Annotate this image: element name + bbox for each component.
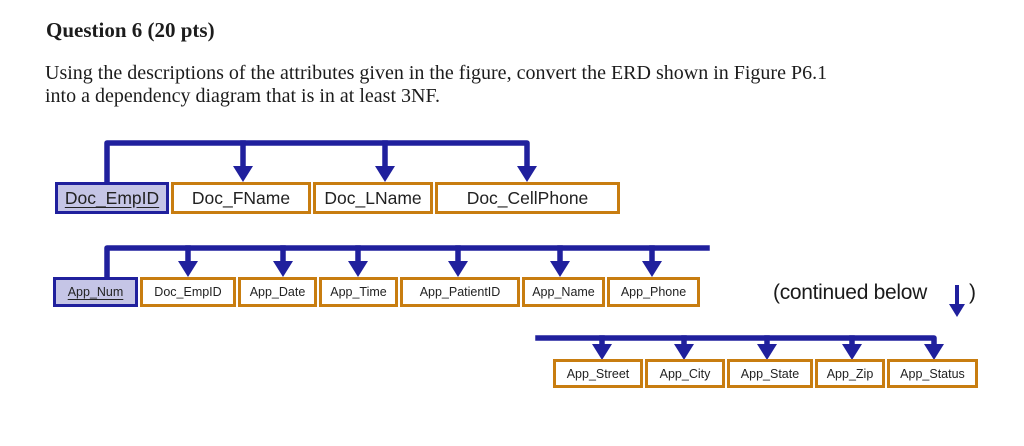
attr-box-app-name: App_Name bbox=[522, 277, 605, 307]
attr-box-app-status: App_Status bbox=[887, 359, 978, 388]
appointment-continued-dependency-arrows bbox=[535, 335, 944, 360]
continued-note-prefix: (continued below bbox=[773, 281, 927, 304]
doctor-dependency-arrows bbox=[104, 140, 537, 184]
question-text-line: into a dependency diagram that is in at … bbox=[45, 85, 440, 107]
down-arrowhead-icon bbox=[674, 344, 694, 360]
down-arrowhead-icon bbox=[924, 344, 944, 360]
determinant-line bbox=[104, 140, 530, 184]
attr-box-app-time: App_Time bbox=[319, 277, 398, 307]
down-arrowhead-icon bbox=[448, 261, 468, 277]
continued-below-arrow-icon bbox=[949, 285, 965, 317]
determinant-line bbox=[104, 245, 710, 279]
attr-label: App_City bbox=[659, 366, 711, 381]
question-heading: Question 6 (20 pts) bbox=[46, 18, 215, 42]
down-arrowhead-icon bbox=[642, 261, 662, 277]
down-arrowhead-icon bbox=[842, 344, 862, 360]
attr-box-app-patientid: App_PatientID bbox=[400, 277, 520, 307]
attr-box-app-state: App_State bbox=[727, 359, 813, 388]
attr-label: App_PatientID bbox=[419, 285, 501, 299]
attr-box-app-date: App_Date bbox=[238, 277, 317, 307]
down-arrowhead-icon bbox=[949, 304, 965, 317]
down-arrowhead-icon bbox=[757, 344, 777, 360]
down-arrowhead-icon bbox=[273, 261, 293, 277]
attr-label: App_Street bbox=[566, 366, 630, 381]
attr-label: Doc_FName bbox=[191, 187, 291, 208]
determinant-line bbox=[535, 335, 937, 347]
attr-label: App_State bbox=[740, 366, 800, 381]
attr-box-doc-fname: Doc_FName bbox=[171, 182, 311, 214]
attr-label: App_Num bbox=[67, 285, 124, 299]
attr-label: App_Name bbox=[532, 285, 595, 299]
attr-label: App_Zip bbox=[826, 366, 874, 381]
continued-note-suffix: ) bbox=[969, 281, 976, 304]
attr-box-app-city: App_City bbox=[645, 359, 725, 388]
attr-label: Doc_LName bbox=[324, 187, 422, 208]
attr-box-doc-empid: Doc_EmpID bbox=[55, 182, 169, 214]
attr-label: App_Status bbox=[900, 366, 965, 381]
down-arrowhead-icon bbox=[592, 344, 612, 360]
attr-label: App_Date bbox=[249, 285, 306, 299]
attr-label: App_Time bbox=[330, 285, 387, 299]
attr-box-app-phone: App_Phone bbox=[607, 277, 700, 307]
attr-label: Doc_CellPhone bbox=[466, 187, 589, 208]
attr-box-app-zip: App_Zip bbox=[815, 359, 885, 388]
attr-box-doc-cellphone: Doc_CellPhone bbox=[435, 182, 620, 214]
attr-box-doc-lname: Doc_LName bbox=[313, 182, 433, 214]
down-arrowhead-icon bbox=[550, 261, 570, 277]
question-text: Using the descriptions of the attributes… bbox=[45, 62, 827, 108]
down-arrowhead-icon bbox=[348, 261, 368, 277]
down-arrowhead-icon bbox=[233, 166, 253, 182]
attr-label: Doc_EmpID bbox=[154, 285, 222, 299]
attr-box-app-doc-empid: Doc_EmpID bbox=[140, 277, 236, 307]
attr-box-app-street: App_Street bbox=[553, 359, 643, 388]
appointment-dependency-arrows bbox=[104, 245, 710, 279]
down-arrowhead-icon bbox=[517, 166, 537, 182]
attr-label: App_Phone bbox=[620, 285, 687, 299]
down-arrowhead-icon bbox=[375, 166, 395, 182]
down-arrowhead-icon bbox=[178, 261, 198, 277]
question-text-line: Using the descriptions of the attributes… bbox=[45, 62, 828, 84]
attr-box-app-num: App_Num bbox=[53, 277, 138, 307]
attr-label: Doc_EmpID bbox=[64, 187, 160, 208]
